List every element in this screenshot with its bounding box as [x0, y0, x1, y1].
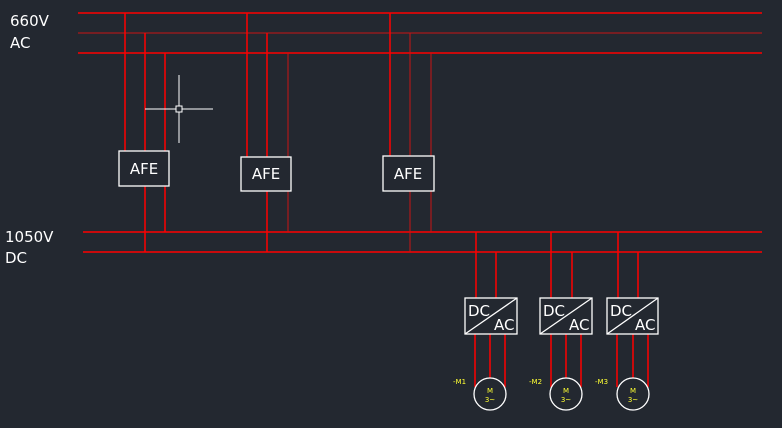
motor-tag: -M3: [595, 378, 608, 386]
motor-phase: 3~: [628, 396, 638, 404]
inverter-in-label: DC: [468, 302, 490, 320]
afe-label: AFE: [252, 165, 280, 183]
motor-tag: -M1: [453, 378, 466, 386]
motor-3[interactable]: M 3~ -M3: [595, 377, 650, 411]
motor-symbol: M: [563, 387, 569, 395]
motor-phase: 3~: [561, 396, 571, 404]
inverter-out-label: AC: [494, 316, 514, 334]
inverter-3[interactable]: DC AC: [606, 297, 659, 335]
afe-3[interactable]: AFE: [382, 155, 435, 192]
inverter-out-label: AC: [635, 316, 655, 334]
inverter-in-label: DC: [610, 302, 632, 320]
motor-symbol: M: [630, 387, 636, 395]
afe-feeders: [124, 13, 432, 252]
crosshair-cursor-icon: [145, 75, 213, 143]
motor-tag: -M2: [529, 378, 542, 386]
ac-bus: [78, 12, 762, 54]
dc-bus: [83, 231, 762, 253]
motor-2[interactable]: M 3~ -M2: [529, 377, 583, 411]
inverter-2[interactable]: DC AC: [539, 297, 593, 335]
afe-label: AFE: [394, 165, 422, 183]
afe-2[interactable]: AFE: [240, 156, 292, 192]
motor-1[interactable]: M 3~ -M1: [453, 377, 507, 411]
afe-label: AFE: [130, 160, 158, 178]
dc-type-label: DC: [5, 249, 27, 267]
dc-voltage-label: 1050V: [5, 228, 54, 246]
motor-symbol: M: [487, 387, 493, 395]
ac-voltage-label: 660V: [10, 12, 50, 30]
afe-1[interactable]: AFE: [118, 150, 170, 187]
inverter-1[interactable]: DC AC: [464, 297, 518, 335]
ac-type-label: AC: [10, 34, 30, 52]
inverter-feeders: [474, 232, 649, 387]
motor-phase: 3~: [485, 396, 495, 404]
inverter-in-label: DC: [543, 302, 565, 320]
inverter-out-label: AC: [569, 316, 589, 334]
